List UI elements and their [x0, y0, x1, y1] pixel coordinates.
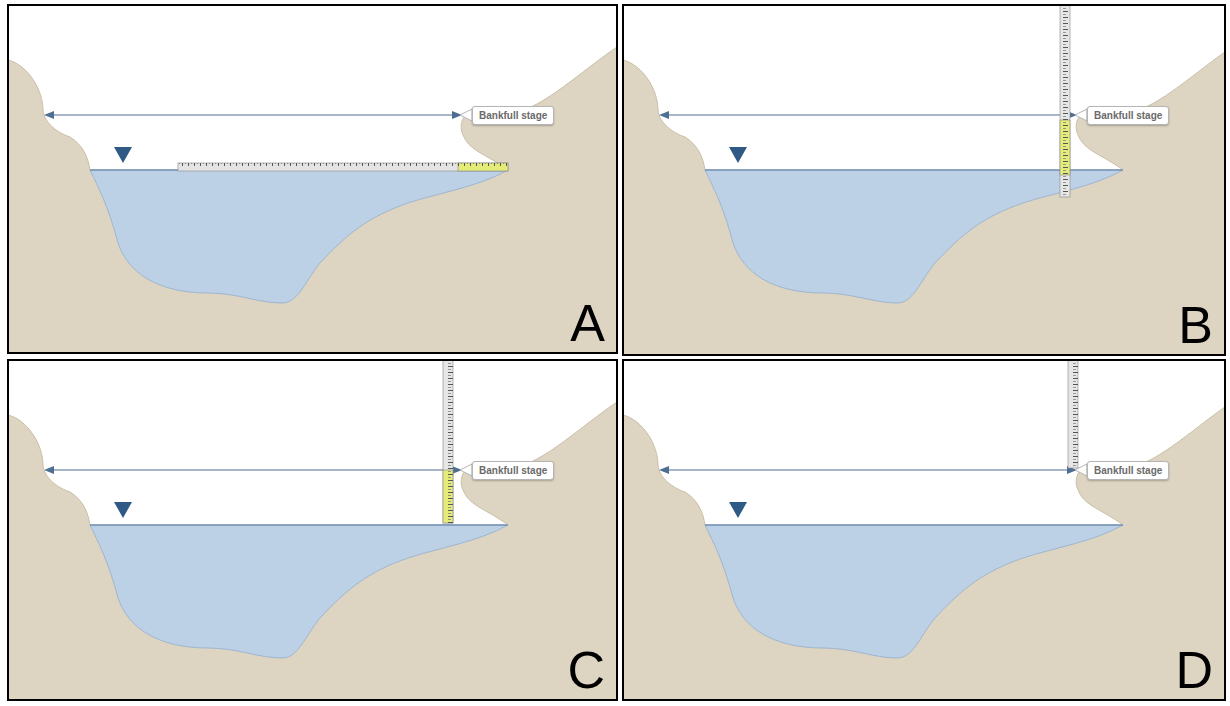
- panel-frame: [8, 360, 617, 700]
- callout-label: Bankfull stage: [1087, 106, 1169, 125]
- panel-letter: A: [570, 297, 605, 349]
- callout-label: Bankfull stage: [472, 461, 554, 480]
- panel-frame: [623, 360, 1225, 700]
- panel-letter: B: [1178, 299, 1213, 351]
- panel-letter: D: [1175, 644, 1213, 696]
- panel-letter: C: [567, 644, 605, 696]
- panel-frame: [8, 5, 617, 353]
- callout-text: Bankfull stage: [479, 110, 547, 121]
- callout-label: Bankfull stage: [472, 106, 554, 125]
- panel-frame: [623, 5, 1225, 355]
- panel-a: [8, 45, 617, 353]
- callout-text: Bankfull stage: [1094, 465, 1162, 476]
- callout-label: Bankfull stage: [1087, 461, 1169, 480]
- panel-b: [623, 5, 1225, 355]
- callout-text: Bankfull stage: [479, 465, 547, 476]
- panel-d: [623, 360, 1225, 700]
- panel-c: [8, 360, 617, 700]
- callout-text: Bankfull stage: [1094, 110, 1162, 121]
